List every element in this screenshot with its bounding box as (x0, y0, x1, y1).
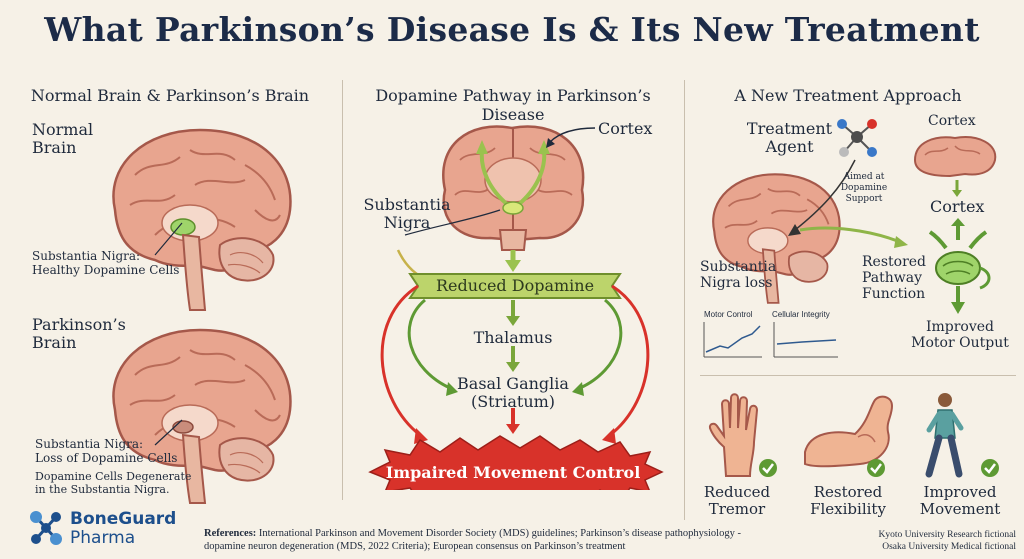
treatment-arrows (788, 159, 908, 248)
aimed-at-label: Aimed at Dopamine Support (840, 172, 888, 204)
left-panel-heading: Normal Brain & Parkinson’s Brain (30, 86, 310, 105)
parkinsons-note: Dopamine Cells Degenerate in the Substan… (35, 470, 192, 496)
parkinsons-brain-illustration (112, 328, 292, 504)
right-cortex-top-label: Cortex (928, 113, 976, 129)
parkinsons-sn-pointer (154, 419, 183, 446)
check-icon (981, 459, 999, 477)
treatment-brain-illustration (712, 173, 841, 304)
middle-sn-label: Substantia Nigra (363, 195, 451, 232)
flexed-arm-icon (804, 395, 894, 468)
result-restored-flexibility: Restored Flexibility (810, 483, 886, 518)
middle-panel-heading: Dopamine Pathway in Parkinson’s Disease (375, 86, 651, 124)
normal-brain-title: Normal Brain (32, 120, 94, 157)
boneguard-logo-icon (30, 511, 62, 545)
cortex-top-illustration (913, 136, 997, 178)
cellular-integrity-chart (773, 322, 838, 358)
treatment-agent-label: Treatment Agent (746, 119, 833, 156)
result-improved-movement: Improved Movement (919, 483, 1001, 518)
check-icon (867, 459, 885, 477)
restored-pathway-label: Restored Pathway Function (862, 254, 927, 302)
result-reduced-tremor: Reduced Tremor (703, 483, 771, 518)
basal-ganglia-green-illustration (928, 218, 991, 314)
hand-icon (708, 393, 759, 477)
reduced-dopamine-banner: Reduced Dopamine (435, 276, 595, 295)
molecule-icon (837, 119, 877, 157)
cortex-down-arrow (952, 180, 962, 197)
check-icon (759, 459, 777, 477)
middle-cortex-label: Cortex (598, 119, 653, 138)
divider-right (684, 80, 685, 520)
divider-right-horizontal (700, 375, 1016, 376)
parkinsons-brain-title: Parkinson’s Brain (32, 315, 126, 352)
parkinsons-sn-label: Substantia Nigra: Loss of Dopamine Cells (35, 437, 178, 465)
boneguard-logo-text: BoneGuard Pharma (70, 509, 177, 548)
dopamine-pathway-diagram (368, 125, 664, 490)
references-text: References: International Parkinson and … (204, 528, 741, 552)
normal-brain-illustration (112, 128, 292, 311)
walking-person-icon (925, 393, 964, 478)
right-cortex-mid-label: Cortex (930, 197, 985, 216)
thalamus-label: Thalamus (473, 328, 553, 347)
divider-left (342, 80, 343, 500)
normal-sn-pointer (154, 222, 183, 256)
sn-loss-label: Substantia Nigra loss (700, 259, 777, 291)
motor-control-chart (703, 322, 762, 358)
normal-sn-label: Substantia Nigra: Healthy Dopamine Cells (32, 249, 180, 277)
page-title: What Parkinson’s Disease Is & Its New Tr… (44, 10, 980, 49)
cellular-integrity-chart-label: Cellular Integrity (772, 310, 830, 319)
improved-motor-output-label: Improved Motor Output (911, 319, 1009, 351)
fictional-affiliations: Kyoto University Research fictional Osak… (878, 530, 1016, 552)
right-panel-heading: A New Treatment Approach (734, 86, 962, 105)
impaired-movement-label: Impaired Movement Control (385, 463, 641, 482)
basal-ganglia-label: Basal Ganglia (Striatum) (457, 374, 569, 411)
motor-control-chart-label: Motor Control (704, 310, 753, 319)
